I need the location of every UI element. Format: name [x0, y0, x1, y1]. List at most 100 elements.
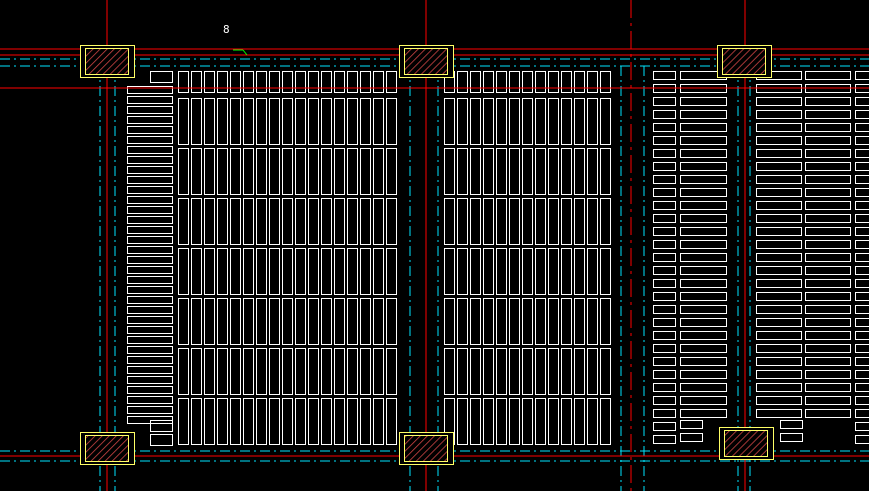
- tile: [470, 398, 481, 445]
- tile: [269, 148, 280, 195]
- tile: [243, 248, 254, 295]
- tile: [756, 292, 802, 301]
- tile: [360, 298, 371, 345]
- tile: [680, 136, 727, 145]
- tile: [334, 248, 345, 295]
- tile: [334, 398, 345, 445]
- tile: [548, 148, 559, 195]
- tile: [230, 248, 241, 295]
- tile: [855, 149, 869, 158]
- tile: [127, 286, 173, 294]
- tile: [347, 248, 358, 295]
- tile: [386, 71, 397, 93]
- column-hatch: [724, 430, 768, 457]
- tile: [561, 71, 572, 93]
- tile: [321, 348, 332, 395]
- tile: [756, 240, 802, 249]
- tile: [295, 248, 306, 295]
- tile: [756, 162, 802, 171]
- tile: [457, 198, 468, 245]
- tile: [756, 396, 802, 405]
- tile: [127, 396, 173, 404]
- tile: [178, 71, 189, 93]
- tile: [805, 370, 851, 379]
- tile: [756, 331, 802, 340]
- tile: [855, 253, 869, 262]
- tile: [178, 98, 189, 145]
- tile: [243, 348, 254, 395]
- tile: [680, 383, 727, 392]
- tile: [470, 348, 481, 395]
- tile: [587, 148, 598, 195]
- tile: [360, 198, 371, 245]
- tile: [483, 71, 494, 93]
- tile: [855, 409, 869, 418]
- tile: [855, 318, 869, 327]
- tile: [805, 344, 851, 353]
- tile: [127, 156, 173, 164]
- tile: [680, 214, 727, 223]
- tile: [334, 98, 345, 145]
- tile: [805, 396, 851, 405]
- tile: [217, 348, 228, 395]
- tile: [756, 97, 802, 106]
- tile: [680, 175, 727, 184]
- tile: [574, 398, 585, 445]
- tile: [178, 298, 189, 345]
- tile: [561, 298, 572, 345]
- tile: [334, 198, 345, 245]
- tile: [127, 106, 173, 114]
- tile: [282, 298, 293, 345]
- tile: [600, 71, 611, 93]
- tile: [756, 253, 802, 262]
- tile: [282, 148, 293, 195]
- tile: [127, 126, 173, 134]
- tile: [347, 298, 358, 345]
- tile: [805, 162, 851, 171]
- column-layer: [80, 45, 774, 465]
- tile: [805, 110, 851, 119]
- tile: [805, 292, 851, 301]
- tile: [587, 198, 598, 245]
- tile: [321, 71, 332, 93]
- tile: [535, 71, 546, 93]
- marker-line: [242, 49, 248, 56]
- tile: [653, 149, 676, 158]
- tile: [805, 71, 851, 80]
- tile: [256, 71, 267, 93]
- tile: [509, 298, 520, 345]
- tile: [191, 298, 202, 345]
- tile: [256, 198, 267, 245]
- tile: [805, 149, 851, 158]
- tile: [561, 148, 572, 195]
- tile: [386, 298, 397, 345]
- tile: [548, 98, 559, 145]
- tile: [522, 198, 533, 245]
- tile: [256, 248, 267, 295]
- tile: [360, 248, 371, 295]
- tile: [756, 149, 802, 158]
- tile: [855, 188, 869, 197]
- tile: [574, 298, 585, 345]
- tile: [127, 376, 173, 384]
- tile: [653, 318, 676, 327]
- tile: [127, 216, 173, 224]
- tile: [217, 98, 228, 145]
- tile: [470, 248, 481, 295]
- tile: [496, 198, 507, 245]
- tile: [535, 398, 546, 445]
- tile: [127, 146, 173, 154]
- tile: [347, 198, 358, 245]
- tile: [150, 434, 173, 446]
- tile: [178, 248, 189, 295]
- tile: [756, 110, 802, 119]
- tile: [855, 344, 869, 353]
- tile: [386, 398, 397, 445]
- tile: [127, 96, 173, 104]
- tile: [256, 148, 267, 195]
- tile: [535, 298, 546, 345]
- tile: [756, 214, 802, 223]
- tile: [457, 148, 468, 195]
- tile: [509, 348, 520, 395]
- tile: [243, 198, 254, 245]
